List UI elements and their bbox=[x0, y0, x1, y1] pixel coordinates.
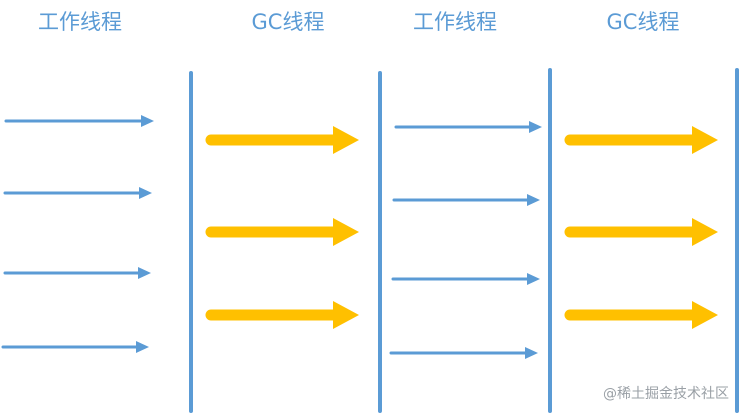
worker-arrow-1-1 bbox=[4, 115, 154, 127]
arrow-head bbox=[138, 267, 151, 279]
arrow-head bbox=[139, 187, 152, 199]
worker-arrow-3-2 bbox=[392, 194, 540, 206]
arrow-head bbox=[136, 341, 149, 353]
worker-arrow-1-2 bbox=[3, 187, 152, 199]
watermark: @稀土掘金技术社区 bbox=[603, 386, 729, 402]
worker-arrow-3-3 bbox=[391, 273, 540, 285]
worker-arrow-1-4 bbox=[1, 341, 149, 353]
column-header-gc-2: GC线程 bbox=[606, 10, 680, 34]
gc-arrow-2-1 bbox=[205, 126, 359, 154]
gc-arrow-2-2 bbox=[205, 218, 359, 246]
arrow-head bbox=[692, 301, 718, 329]
arrow-head bbox=[692, 126, 718, 154]
arrow-head bbox=[527, 273, 540, 285]
arrow-head bbox=[333, 218, 359, 246]
worker-arrow-1-3 bbox=[3, 267, 151, 279]
gc-arrow-2-3 bbox=[205, 301, 359, 329]
gc-arrow-4-3 bbox=[564, 301, 718, 329]
arrow-head bbox=[333, 301, 359, 329]
worker-arrow-3-1 bbox=[394, 121, 542, 133]
column-header-gc-1: GC线程 bbox=[251, 10, 325, 34]
gc-arrow-4-2 bbox=[564, 218, 718, 246]
arrow-head bbox=[525, 347, 538, 359]
arrow-head bbox=[529, 121, 542, 133]
arrow-head bbox=[527, 194, 540, 206]
column-header-worker-1: 工作线程 bbox=[38, 10, 122, 34]
arrow-head bbox=[333, 126, 359, 154]
arrow-head bbox=[141, 115, 154, 127]
column-header-worker-2: 工作线程 bbox=[413, 10, 497, 34]
arrow-head bbox=[692, 218, 718, 246]
worker-arrow-3-4 bbox=[389, 347, 538, 359]
gc-arrow-4-1 bbox=[564, 126, 718, 154]
